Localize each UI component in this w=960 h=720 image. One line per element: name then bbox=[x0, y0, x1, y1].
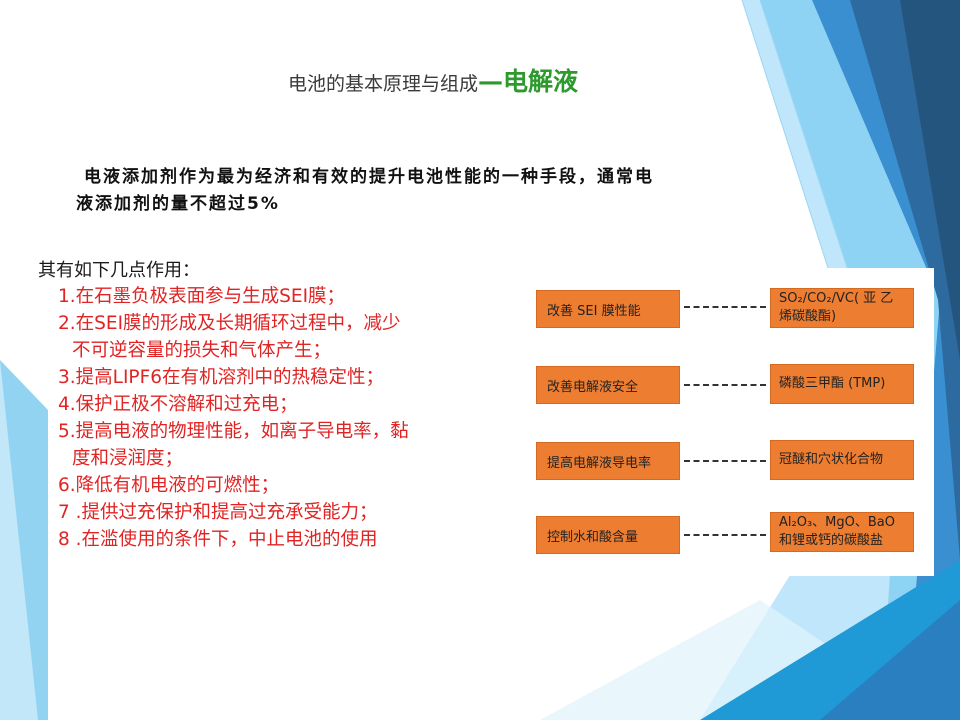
role-item: 1.在石墨负极表面参与生成SEI膜； bbox=[58, 286, 346, 307]
role-item: 6.降低有机电液的可燃性； bbox=[58, 475, 280, 496]
role-item: 4.保护正极不溶解和过充电； bbox=[58, 394, 298, 415]
slide-title: 电池的基本原理与组成—电解液 bbox=[288, 62, 578, 98]
dashed-connector bbox=[684, 384, 766, 386]
role-item: 7 .提供过充保护和提高过充承受能力； bbox=[58, 502, 378, 523]
purpose-box: 提高电解液导电率 bbox=[536, 442, 680, 480]
dashed-connector bbox=[684, 306, 766, 308]
additive-box: Al₂O₃、MgO、BaO 和锂或钙的碳酸盐 bbox=[770, 512, 914, 552]
role-item: 5.提高电液的物理性能，如离子导电率，黏 bbox=[58, 421, 409, 442]
dashed-connector bbox=[684, 534, 766, 536]
intro-paragraph: 电液添加剂作为最为经济和有效的提升电池性能的一种手段，通常电 液添加剂的量不超过… bbox=[76, 164, 816, 218]
additive-box: 冠醚和穴状化合物 bbox=[770, 440, 914, 480]
role-item: 2.在SEI膜的形成及长期循环过程中，减少 bbox=[58, 313, 401, 334]
additive-diagram: 改善 SEI 膜性能 SO₂/CO₂/VC( 亚 乙烯碳酸酯) 改善电解液安全 … bbox=[524, 268, 934, 576]
role-item: 3.提高LIPF6在有机溶剂中的热稳定性； bbox=[58, 367, 384, 388]
additive-box: SO₂/CO₂/VC( 亚 乙烯碳酸酯) bbox=[770, 288, 914, 328]
title-accent: —电解液 bbox=[478, 67, 579, 96]
additive-box: 磷酸三甲酯 (TMP) bbox=[770, 364, 914, 404]
intro-line: 电液添加剂作为最为经济和有效的提升电池性能的一种手段，通常电 bbox=[84, 167, 654, 187]
role-item: 8 .在滥使用的条件下，中止电池的使用 bbox=[58, 529, 378, 550]
intro-line: 液添加剂的量不超过5% bbox=[76, 194, 280, 214]
purpose-box: 控制水和酸含量 bbox=[536, 516, 680, 554]
title-prefix: 电池的基本原理与组成 bbox=[288, 73, 479, 95]
roles-heading: 其有如下几点作用： bbox=[38, 260, 200, 281]
role-item-continuation: 不可逆容量的损失和气体产生； bbox=[72, 340, 332, 361]
role-item-continuation: 度和浸润度； bbox=[72, 448, 184, 469]
purpose-box: 改善 SEI 膜性能 bbox=[536, 290, 680, 328]
dashed-connector bbox=[684, 460, 766, 462]
purpose-box: 改善电解液安全 bbox=[536, 366, 680, 404]
roles-list: 1.在石墨负极表面参与生成SEI膜； 2.在SEI膜的形成及长期循环过程中，减少… bbox=[58, 283, 518, 553]
